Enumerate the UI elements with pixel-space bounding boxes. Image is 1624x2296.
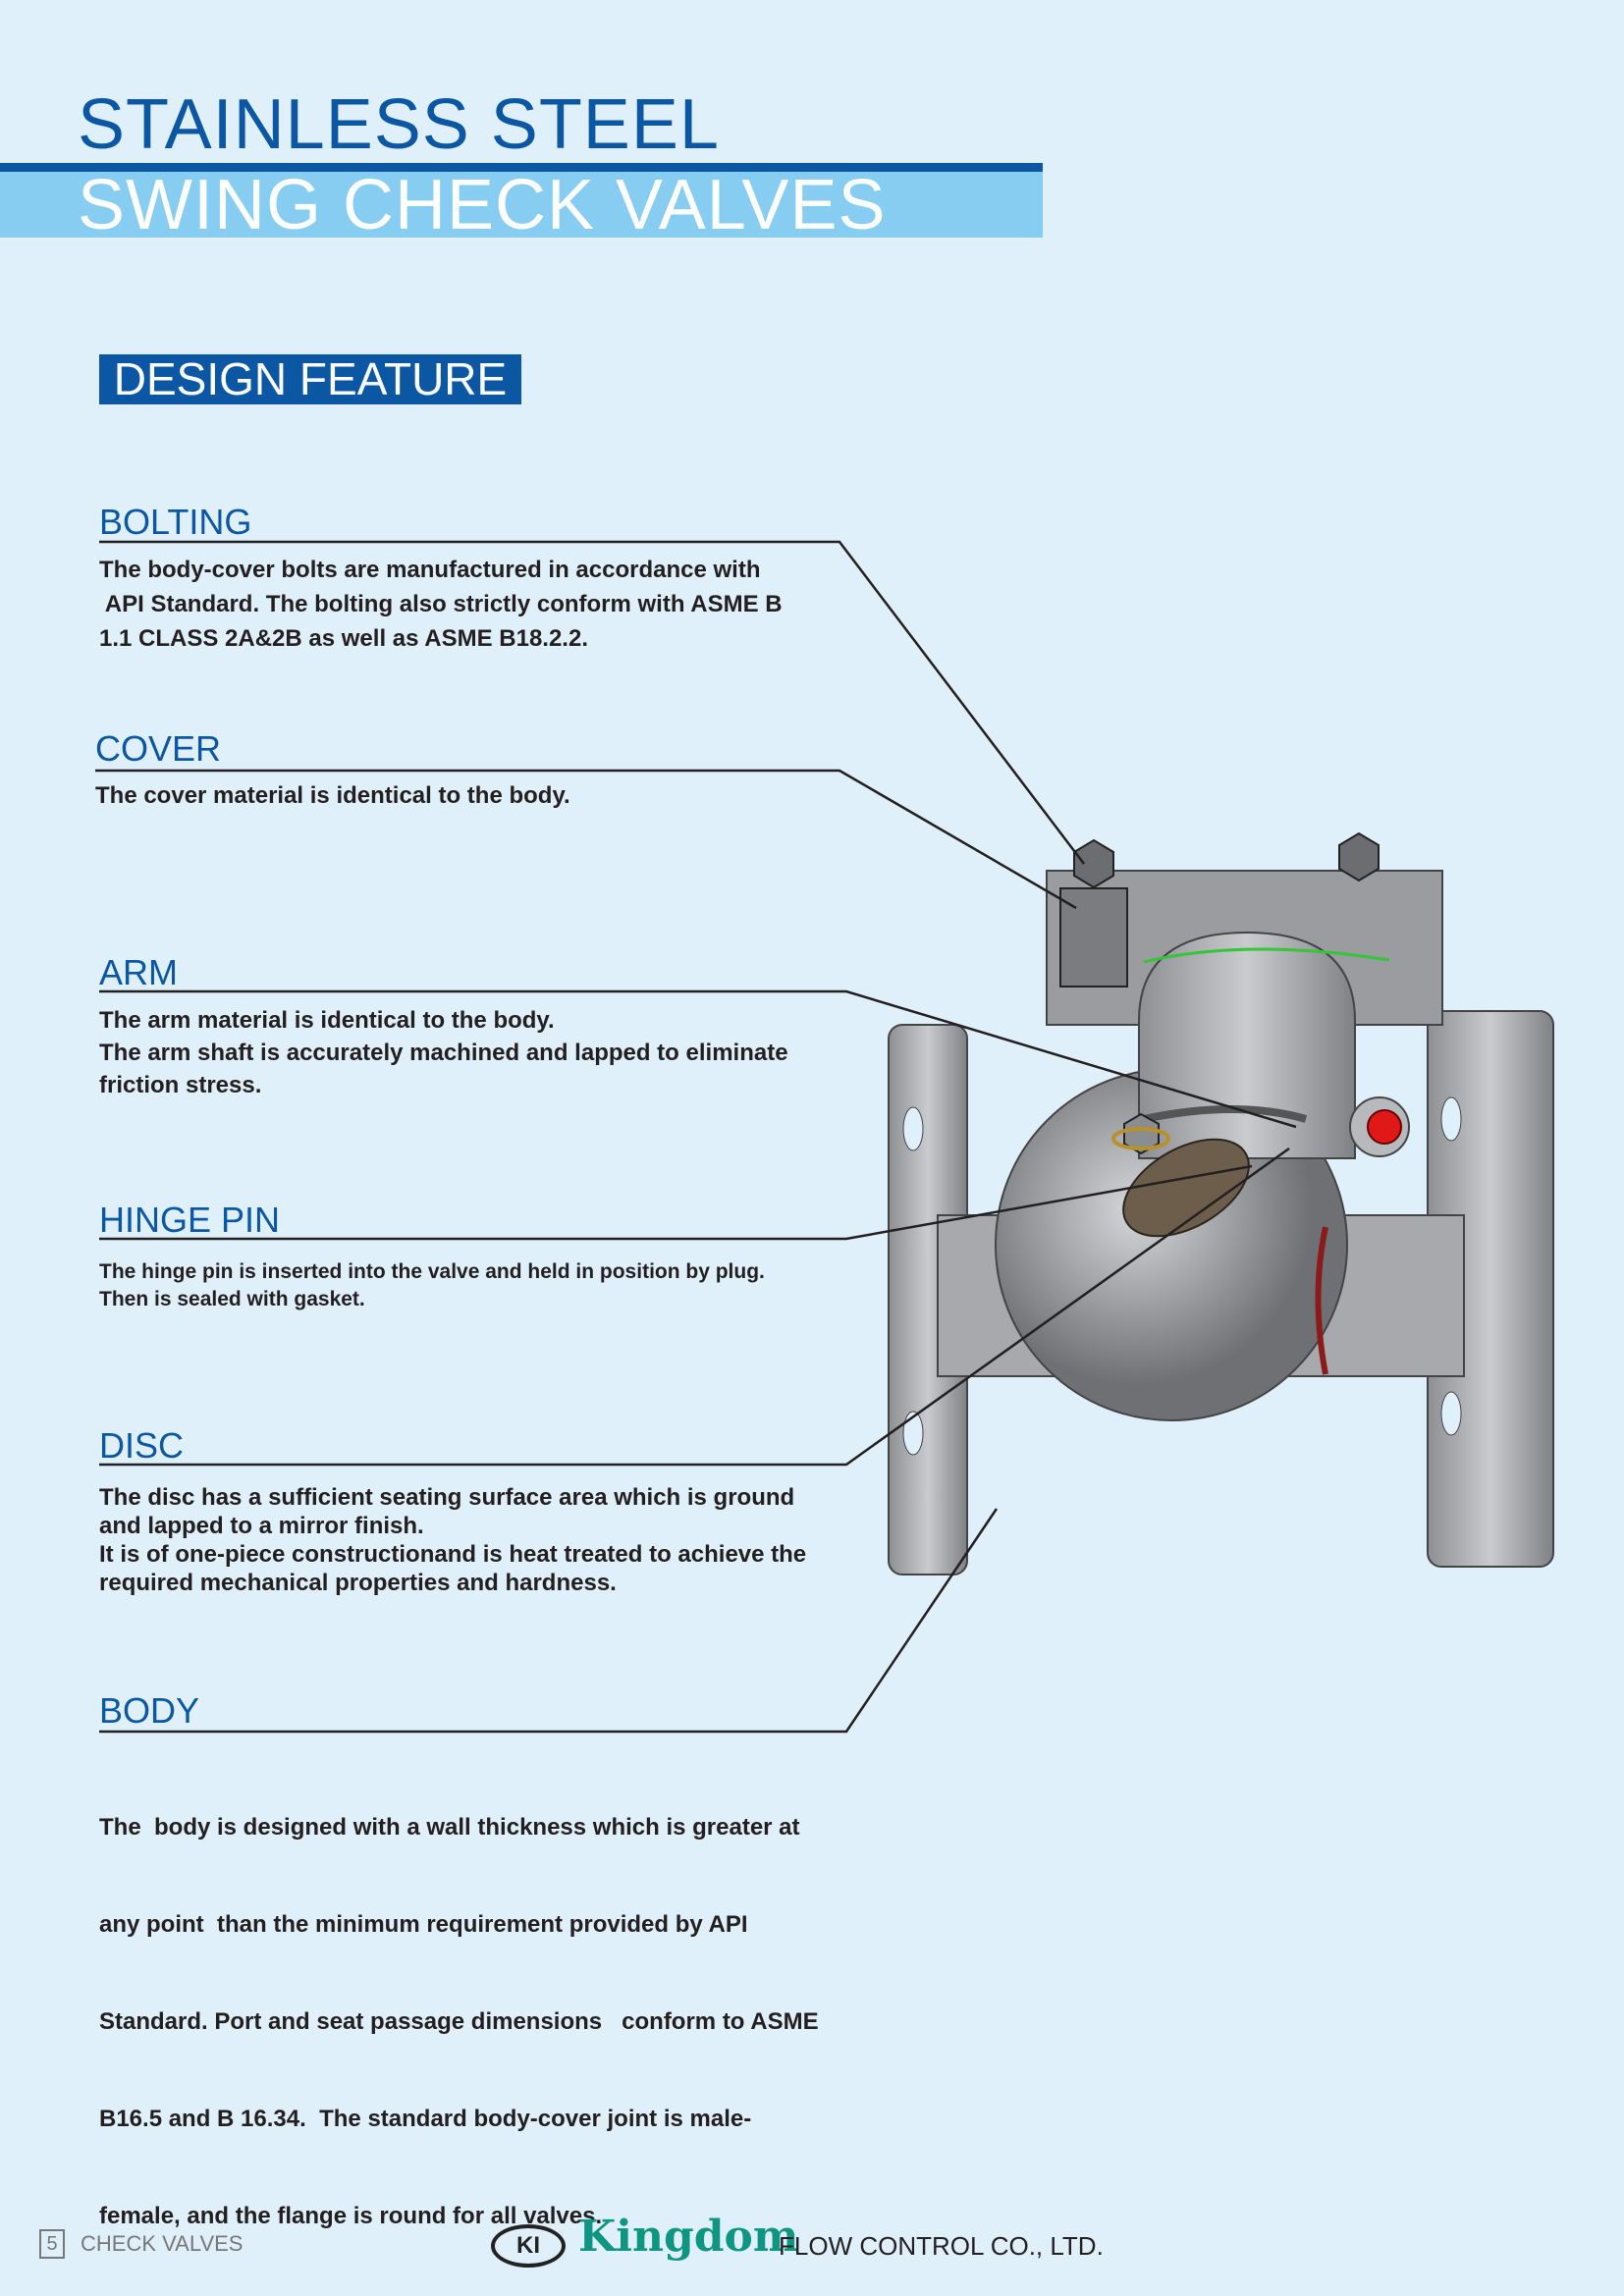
text-line: API Standard. The bolting also strictly …	[99, 591, 783, 617]
text-line: It is of one-piece constructionand is he…	[99, 1541, 807, 1568]
text-line: Standard. Port and seat passage dimensio…	[99, 2008, 819, 2035]
bolt-icon	[1059, 831, 1380, 988]
title-divider	[0, 163, 1043, 172]
text-line: The hinge pin is inserted into the valve…	[99, 1260, 765, 1283]
feature-heading-arm: ARM	[99, 952, 178, 992]
text-line: The body-cover bolts are manufactured in…	[99, 557, 761, 583]
disc-and-arm	[1111, 1096, 1410, 1238]
text-line: B16.5 and B 16.34. The standard body-cov…	[99, 2106, 752, 2132]
page-number: 5	[39, 2229, 65, 2259]
title-line-2: SWING CHECK VALVES	[78, 166, 887, 244]
company-name: FLOW CONTROL CO., LTD.	[779, 2231, 1104, 2261]
feature-heading-hinge-pin: HINGE PIN	[99, 1200, 281, 1240]
feature-text-arm: The arm material is identical to the bod…	[99, 1004, 788, 1101]
feature-text-cover: The cover material is identical to the b…	[95, 778, 570, 813]
feature-heading-bolting: BOLTING	[99, 502, 252, 542]
valve-body	[888, 870, 1554, 1575]
text-line: 1.1 CLASS 2A&2B as well as ASME B18.2.2.	[99, 625, 588, 652]
text-line: The body is designed with a wall thickne…	[99, 1814, 800, 1841]
company-logo-mark: KI	[491, 2224, 566, 2268]
title-band	[0, 172, 1043, 238]
text-line: Then is sealed with gasket.	[99, 1288, 365, 1310]
text-line: required mechanical properties and hardn…	[99, 1570, 617, 1596]
text-line: friction stress.	[99, 1072, 262, 1098]
text-line: and lapped to a mirror finish.	[99, 1513, 424, 1539]
text-line: The arm shaft is accurately machined and…	[99, 1040, 788, 1066]
feature-text-bolting: The body-cover bolts are manufactured in…	[99, 553, 783, 656]
text-line: The cover material is identical to the b…	[95, 782, 570, 809]
text-line: The disc has a sufficient seating surfac…	[99, 1484, 795, 1511]
feature-text-body: The body is designed with a wall thickne…	[99, 1746, 819, 2265]
feature-heading-disc: DISC	[99, 1425, 185, 1466]
section-badge: DESIGN FEATURE	[99, 354, 521, 404]
title-line-1: STAINLESS STEEL	[78, 85, 720, 164]
text-line: any point than the minimum requirement p…	[99, 1911, 748, 1938]
feature-text-disc: The disc has a sufficient seating surfac…	[99, 1483, 806, 1597]
feature-heading-cover: COVER	[95, 728, 222, 769]
brand-name: Kingdom	[578, 2212, 799, 2262]
leader-lines	[95, 540, 1297, 1734]
footer-section: CHECK VALVES	[81, 2231, 244, 2256]
text-line: The arm material is identical to the bod…	[99, 1007, 555, 1034]
feature-text-hinge-pin: The hinge pin is inserted into the valve…	[99, 1258, 765, 1313]
feature-heading-body: BODY	[99, 1690, 200, 1731]
